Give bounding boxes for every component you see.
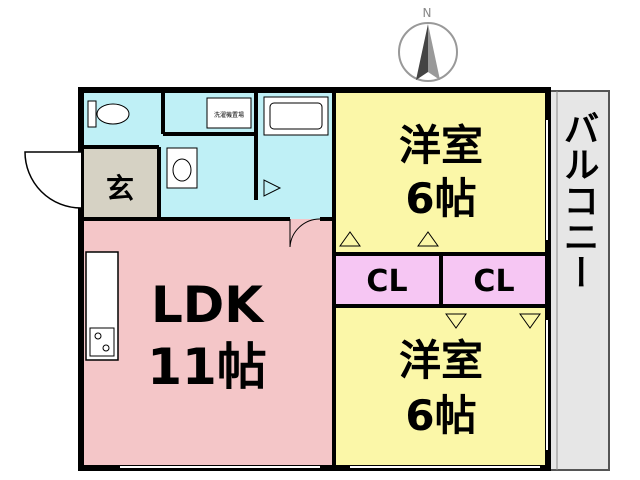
closet-1-label: CL bbox=[366, 264, 407, 299]
western-room-1-label: 洋室 bbox=[399, 121, 483, 170]
ldk-door bbox=[289, 218, 321, 248]
western-room-2-size: 6帖 bbox=[405, 391, 476, 440]
washbasin-icon bbox=[166, 147, 198, 189]
closet-2-label: CL bbox=[473, 264, 514, 299]
compass: N bbox=[398, 6, 458, 82]
windows bbox=[120, 120, 548, 468]
western-room-1-size: 6帖 bbox=[405, 174, 476, 223]
closet-1-area bbox=[334, 254, 441, 306]
compass-north-label: N bbox=[423, 6, 432, 20]
compass-needle-dark bbox=[416, 24, 428, 80]
toilet-icon bbox=[87, 100, 130, 128]
western-room-1-area bbox=[334, 91, 547, 254]
laundry-label: 洗濯機置場 bbox=[214, 111, 244, 119]
compass-needle-light bbox=[428, 24, 440, 80]
entrance-area bbox=[82, 147, 159, 219]
entrance-label: 玄 bbox=[106, 172, 134, 205]
kitchen-counter bbox=[85, 251, 119, 361]
ldk-size-label: 11帖 bbox=[147, 338, 267, 396]
bathtub-icon bbox=[263, 96, 329, 136]
bath-door-marker bbox=[263, 179, 282, 197]
western-room-2-area bbox=[334, 306, 547, 467]
entrance-door bbox=[24, 151, 82, 209]
compass-circle bbox=[398, 22, 458, 82]
ldk-label: LDK bbox=[151, 276, 265, 334]
ldk-area bbox=[82, 219, 334, 467]
western-room-2-label: 洋室 bbox=[399, 336, 483, 385]
laundry-area: 洗濯機置場 bbox=[206, 97, 252, 129]
interior-walls bbox=[82, 90, 548, 468]
closet-2-area bbox=[441, 254, 547, 306]
sliding-door-markers bbox=[339, 231, 541, 329]
balcony-label: バルコニー bbox=[558, 110, 599, 290]
